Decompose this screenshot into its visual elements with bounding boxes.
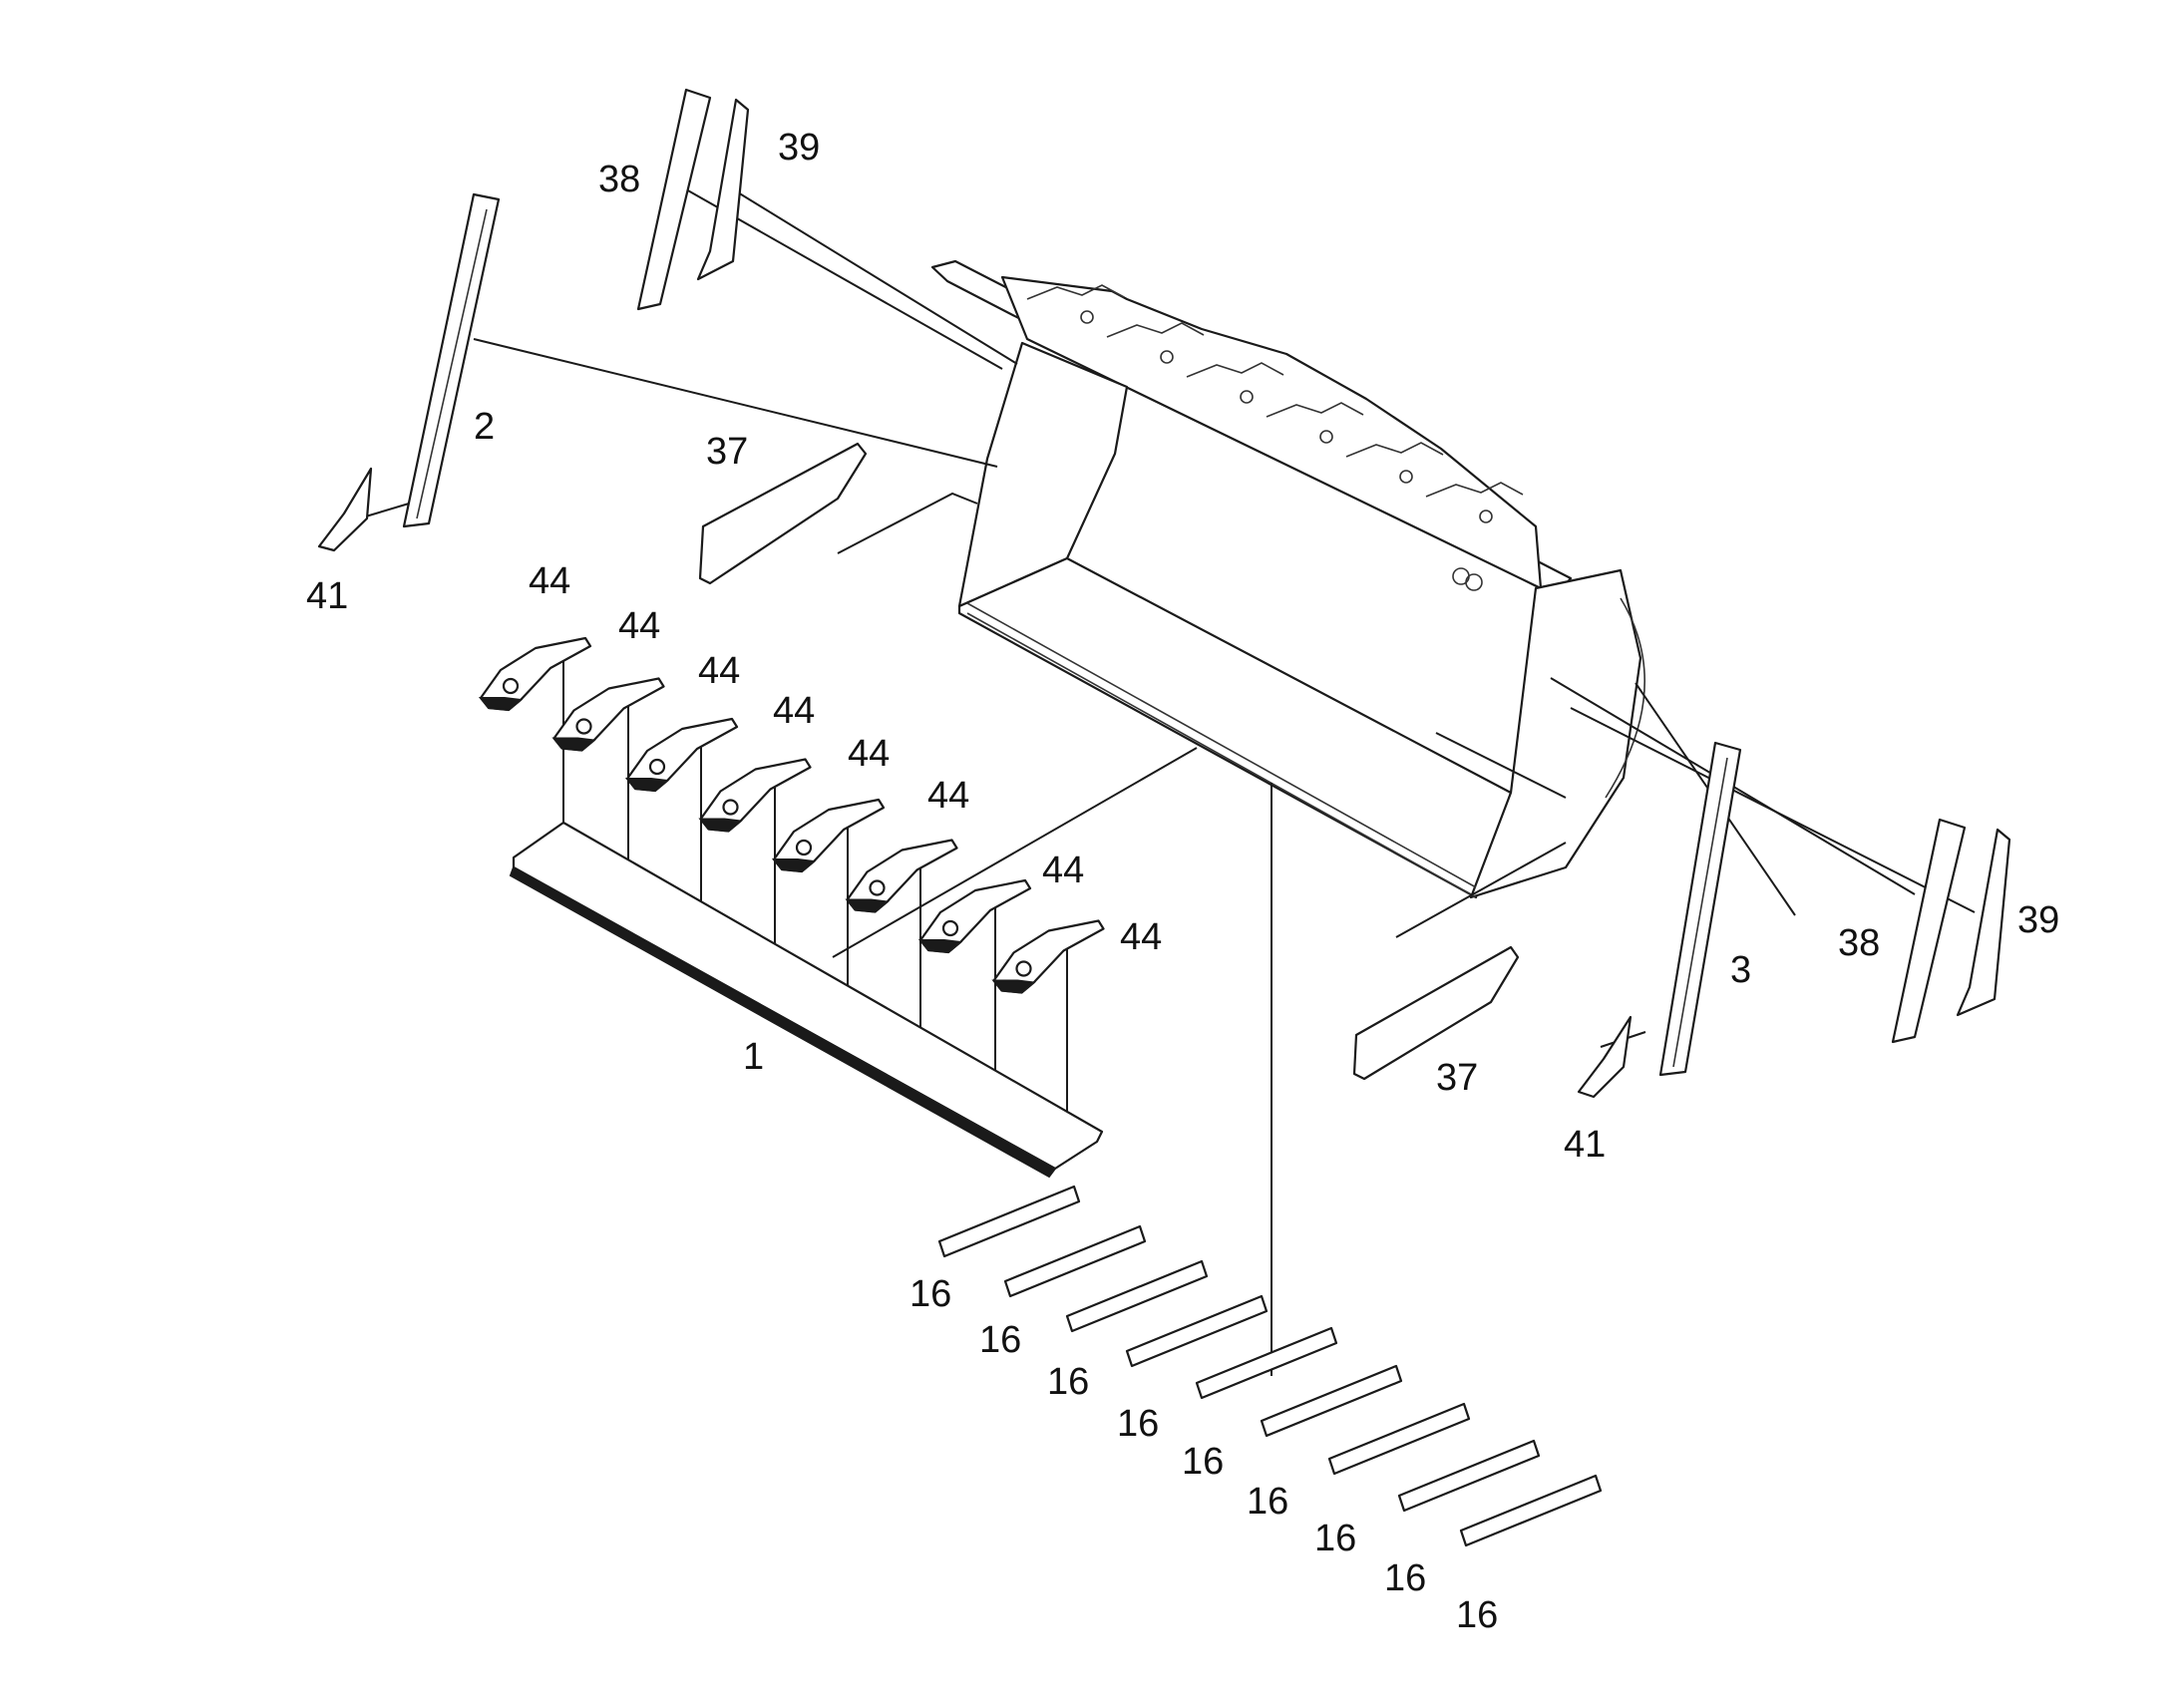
label-right-side-cutter: 3 — [1730, 949, 1751, 991]
bucket-floor — [957, 556, 1513, 899]
inner-wear-strip-bottom — [1956, 828, 2011, 1017]
wear-strips — [937, 1185, 1603, 1547]
wear-strip — [937, 1185, 1081, 1258]
bucket-lip-line-2 — [966, 602, 1477, 888]
label-cutting-edge: 1 — [743, 1036, 764, 1078]
cutting-edge-bevel — [509, 865, 1057, 1179]
label-inner-wear-strip-bottom: 39 — [2017, 899, 2059, 941]
label-side-tooth-right: 41 — [1564, 1124, 1606, 1166]
part-labels: 38 39 2 37 41 44 44 44 44 44 44 44 44 1 … — [306, 127, 2059, 1636]
right-side-tooth — [1577, 1015, 1633, 1099]
label-side-wear-plate-left: 37 — [706, 431, 748, 473]
wear-strip — [1459, 1474, 1603, 1547]
label-wear-strip-3: 16 — [1047, 1361, 1089, 1403]
tooth-adapter — [551, 677, 665, 752]
label-inner-wear-strip-top: 39 — [778, 127, 820, 169]
wear-strip — [1125, 1294, 1269, 1368]
label-tooth-adapter-2: 44 — [618, 605, 660, 647]
left-side-cutter — [402, 192, 501, 528]
bucket-ribs — [1026, 284, 1524, 591]
label-tooth-adapter-4: 44 — [773, 690, 815, 732]
label-tooth-adapter-5: 44 — [848, 733, 890, 775]
left-side-tooth — [317, 467, 373, 552]
cutting-edge — [512, 821, 1104, 1171]
outer-wear-strip-top — [636, 88, 712, 311]
bucket-body — [930, 259, 1645, 899]
wear-strip — [1327, 1402, 1471, 1476]
wear-strip — [1003, 1224, 1147, 1298]
label-side-wear-plate-right: 37 — [1436, 1057, 1478, 1099]
bucket-right-curve — [1605, 597, 1645, 799]
side-wear-plate-left — [698, 442, 868, 585]
label-outer-wear-strip-bottom: 38 — [1838, 922, 1880, 964]
label-tooth-adapter-6: 44 — [927, 775, 969, 817]
label-tooth-adapter-1: 44 — [529, 560, 570, 602]
tooth-adapter — [478, 636, 592, 712]
outer-wear-strip-bottom — [1891, 818, 1967, 1044]
side-wear-plate-right — [1352, 945, 1520, 1081]
label-wear-strip-6: 16 — [1247, 1481, 1288, 1523]
bucket-lip-line — [966, 612, 1477, 898]
tooth-adapters — [478, 636, 1105, 994]
label-side-tooth-left: 41 — [306, 575, 348, 617]
bucket-left-end-plate — [957, 341, 1129, 608]
label-tooth-adapter-8: 44 — [1120, 916, 1162, 958]
label-wear-strip-1: 16 — [909, 1273, 951, 1315]
label-outer-wear-strip-top: 38 — [598, 159, 640, 200]
bucket-right-end-plate — [1469, 568, 1642, 899]
label-wear-strip-9: 16 — [1456, 1594, 1498, 1636]
label-tooth-adapter-7: 44 — [1042, 850, 1084, 891]
wear-strip — [1260, 1364, 1403, 1438]
left-side-cutter-edge — [416, 208, 488, 519]
label-left-side-cutter: 2 — [474, 406, 495, 448]
tooth-adapter — [917, 878, 1032, 954]
label-wear-strip-5: 16 — [1182, 1441, 1224, 1483]
tooth-adapter — [624, 717, 739, 793]
tooth-adapter — [845, 839, 958, 913]
label-tooth-adapter-3: 44 — [698, 650, 740, 692]
label-wear-strip-7: 16 — [1314, 1518, 1356, 1559]
inner-wear-strip-top — [696, 98, 750, 281]
label-wear-strip-8: 16 — [1384, 1557, 1426, 1599]
tooth-adapter — [771, 798, 886, 873]
wear-strip — [1195, 1326, 1338, 1400]
right-side-cutter-edge — [1672, 757, 1728, 1068]
tooth-adapter — [698, 758, 812, 833]
label-wear-strip-4: 16 — [1117, 1403, 1159, 1445]
tooth-adapter — [991, 919, 1105, 994]
wear-strip — [1065, 1259, 1209, 1333]
label-wear-strip-2: 16 — [979, 1319, 1021, 1361]
wear-strip — [1397, 1439, 1541, 1513]
